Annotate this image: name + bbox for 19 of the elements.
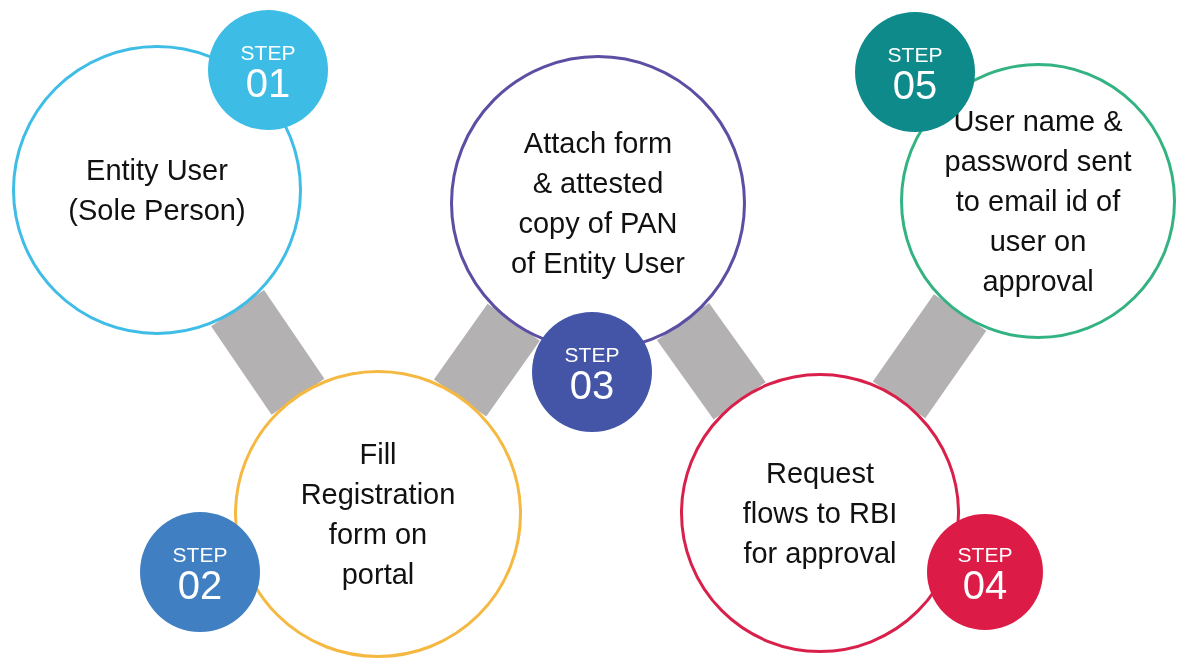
connector-band xyxy=(872,294,987,419)
step-label: STEP xyxy=(564,343,620,365)
connector-band xyxy=(211,290,325,415)
step-description: Attach form & attested copy of PAN of Entity User xyxy=(510,125,686,281)
step-description: Fill Registration form on portal xyxy=(299,436,457,592)
step-number: 03 xyxy=(569,364,615,405)
step-description: User name & password sent to email id of user on approval xyxy=(943,103,1133,299)
step-description: Request flows to RBI for approval xyxy=(741,455,899,571)
step-number: 01 xyxy=(245,62,291,103)
step-number: 05 xyxy=(892,64,938,105)
step-label: STEP xyxy=(172,543,228,565)
step-label: STEP xyxy=(957,543,1013,565)
connector-band xyxy=(656,303,766,420)
step-number: 02 xyxy=(177,564,223,605)
step-description: Entity User (Sole Person) xyxy=(67,153,247,228)
step-label: STEP xyxy=(887,43,943,65)
connector-band xyxy=(433,303,540,417)
step-label: STEP xyxy=(240,41,296,63)
step-number: 04 xyxy=(962,564,1008,605)
